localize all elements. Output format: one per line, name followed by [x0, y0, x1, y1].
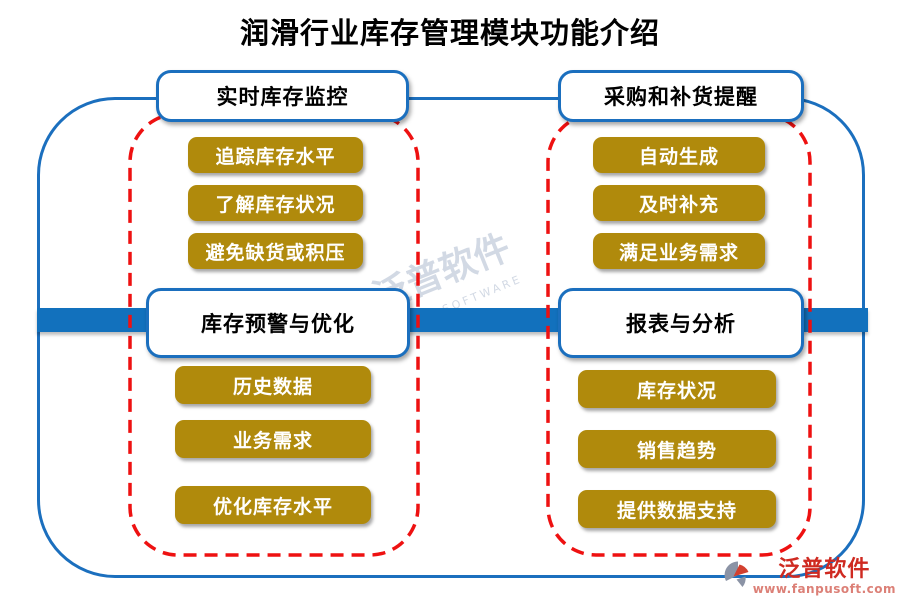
feature-pill: 提供数据支持 — [578, 490, 776, 528]
feature-pill: 自动生成 — [593, 137, 765, 173]
main-frame — [37, 97, 865, 578]
section-header-purchase-replenish-reminder: 采购和补货提醒 — [558, 70, 804, 122]
page-title: 润滑行业库存管理模块功能介绍 — [239, 16, 660, 50]
feature-pill: 销售趋势 — [578, 430, 776, 468]
feature-pill: 及时补充 — [593, 185, 765, 221]
feature-pill: 追踪库存水平 — [188, 137, 363, 173]
feature-pill: 满足业务需求 — [593, 233, 765, 269]
feature-pill: 业务需求 — [175, 420, 371, 458]
feature-pill: 库存状况 — [578, 370, 776, 408]
section-header-reports-analysis: 报表与分析 — [558, 288, 804, 358]
brand-name: 泛普软件 — [778, 556, 871, 582]
section-header-realtime-monitoring: 实时库存监控 — [156, 70, 409, 122]
feature-pill: 优化库存水平 — [175, 486, 371, 524]
feature-pill: 了解库存状况 — [188, 185, 363, 221]
section-header-warning-optimization: 库存预警与优化 — [146, 288, 410, 358]
feature-pill: 避免缺货或积压 — [188, 233, 363, 269]
brand-logo: 泛普软件 www.fanpusoft.com — [723, 556, 896, 596]
fanpu-logo-icon — [724, 561, 749, 587]
feature-pill: 历史数据 — [175, 366, 371, 404]
brand-site-url: www.fanpusoft.com — [752, 582, 896, 596]
